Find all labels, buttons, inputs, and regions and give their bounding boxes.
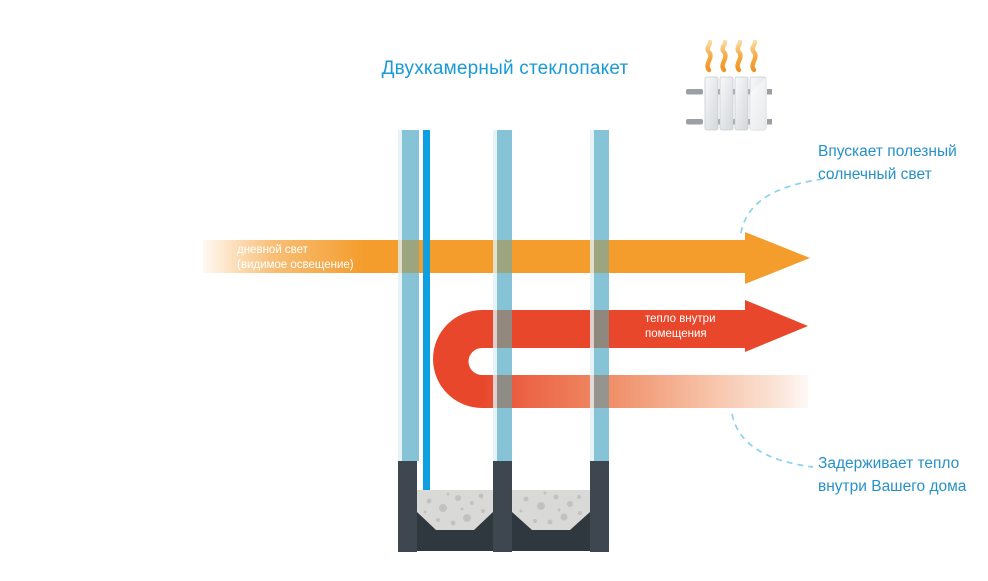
glass-pane-3-edge: [590, 130, 594, 461]
glass-pane-2: [497, 130, 512, 461]
glass-pane-3: [594, 130, 609, 461]
heat-wave-icon: [705, 40, 758, 73]
annotation-sunlight-line2: солнечный свет: [818, 166, 932, 183]
daylight-label-line2: (видимое освещение): [237, 258, 354, 271]
pane-overlap-escaping-3: [594, 375, 609, 408]
pane-overlap-heat-2: [497, 310, 512, 348]
low-e-coating-stripe: [423, 130, 430, 490]
desiccant-container-2: [512, 490, 590, 551]
glass-pane-1-edge: [398, 130, 402, 461]
pane-overlap-daylight-3: [594, 240, 609, 273]
pane-overlap-escaping-2: [497, 375, 512, 408]
heat-label-line1: тепло внутри: [645, 313, 716, 325]
annotation-sunlight: Впускает полезный солнечный свет: [818, 140, 957, 186]
daylight-arrow-label: дневной свет (видимое освещение): [237, 243, 354, 272]
radiator-shine: [750, 77, 766, 130]
pane-overlap-heat-3: [594, 310, 609, 348]
glass-pane-2-edge: [493, 130, 497, 461]
dashed-curve-top-icon: [740, 177, 834, 234]
daylight-label-line1: дневной свет: [237, 244, 308, 256]
annotation-sunlight-line1: Впускает полезный: [818, 143, 957, 160]
escaping-heat-bar: [482, 375, 808, 408]
frame-column-3: [590, 461, 609, 552]
heat-arrow-shape: [433, 300, 808, 408]
heat-return-arrow: [433, 300, 808, 408]
glass-pane-1: [402, 130, 419, 461]
radiator-icon: [686, 40, 772, 131]
page-title: Двухкамерный стеклопакет: [381, 58, 629, 79]
desiccant-granules: [423, 492, 485, 526]
pane-overlap-daylight-1: [402, 240, 419, 273]
frame-column-2: [493, 461, 512, 552]
radiator-pipes: [686, 89, 772, 125]
dashed-curve-bottom-icon: [731, 413, 814, 468]
heat-label-line2: помещения: [645, 327, 707, 340]
frame-column-1: [398, 461, 417, 552]
daylight-arrow-bar: [203, 240, 745, 273]
radiator-sections: [704, 76, 767, 131]
annotation-heat-retention-line2: внутри Вашего дома: [818, 478, 967, 495]
pane-overlap-daylight-2: [497, 240, 512, 273]
annotation-heat-retention-line1: Задерживает тепло: [818, 455, 960, 472]
heat-arrow-label: тепло внутри помещения: [645, 312, 716, 341]
desiccant-container-1: [417, 490, 493, 551]
desiccant-granules: [519, 491, 582, 525]
annotation-heat-retention: Задерживает тепло внутри Вашего дома: [818, 452, 966, 498]
